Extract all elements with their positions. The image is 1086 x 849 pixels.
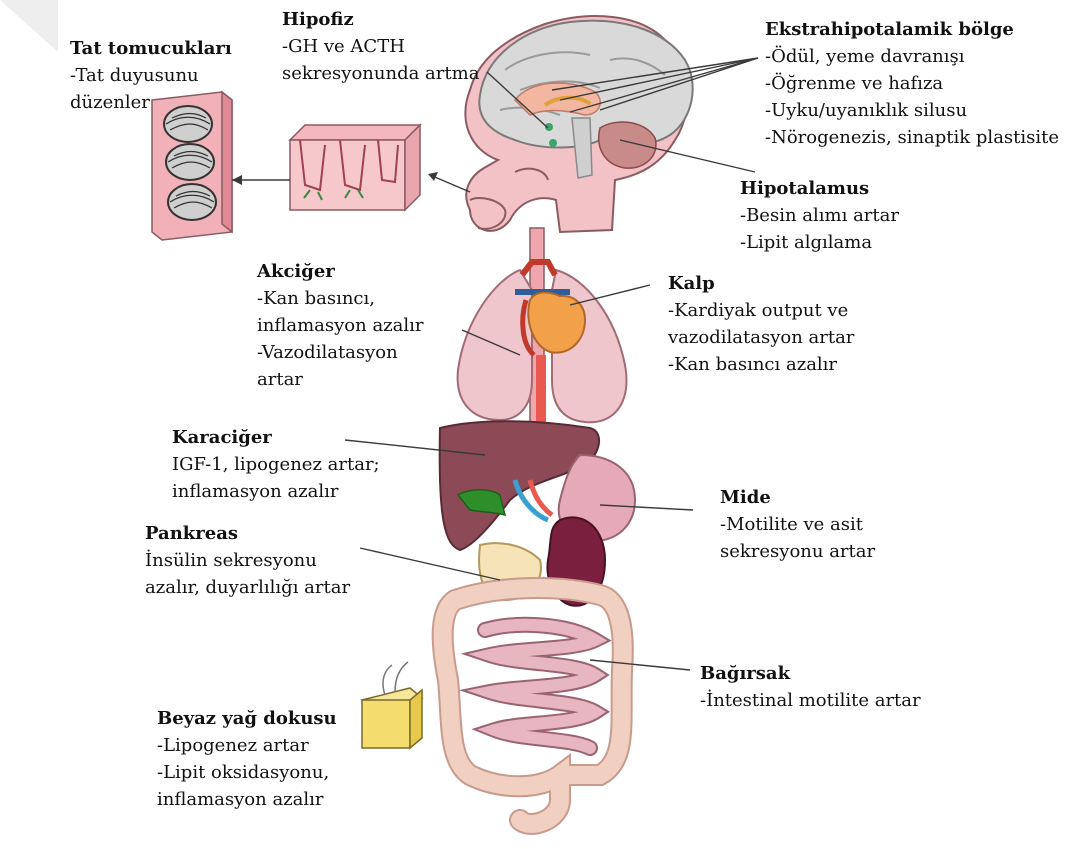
- label-kalp-title: Kalp: [668, 270, 854, 297]
- label-akciger-title: Akciğer: [257, 258, 424, 285]
- label-akciger-line-2: inflamasyon azalır: [257, 312, 424, 339]
- label-beyaz-line-1: -Lipogenez artar: [157, 732, 337, 759]
- label-pankreas: Pankreas İnsülin sekresyonu azalır, duya…: [145, 520, 350, 601]
- label-kalp-line-3: -Kan basıncı azalır: [668, 351, 854, 378]
- label-ekstra: Ekstrahipotalamik bölge -Ödül, yeme davr…: [765, 16, 1059, 151]
- label-karaciger: Karaciğer IGF-1, lipogenez artar; inflam…: [172, 424, 380, 505]
- label-kalp-line-1: -Kardiyak output ve: [668, 297, 854, 324]
- label-tat-title: Tat tomucukları: [70, 35, 232, 62]
- label-kalp: Kalp -Kardiyak output ve vazodilatasyon …: [668, 270, 854, 378]
- label-ekstra-line-2: -Öğrenme ve hafıza: [765, 70, 1059, 97]
- label-karaciger-line-1: IGF-1, lipogenez artar;: [172, 451, 380, 478]
- label-mide: Mide -Motilite ve asit sekresyonu artar: [720, 484, 875, 565]
- label-hipotalamus-line-1: -Besin alımı artar: [740, 202, 899, 229]
- label-pankreas-line-2: azalır, duyarlılığı artar: [145, 574, 350, 601]
- label-pankreas-line-1: İnsülin sekresyonu: [145, 547, 350, 574]
- heart: [515, 262, 585, 355]
- label-hipotalamus: Hipotalamus -Besin alımı artar -Lipit al…: [740, 175, 899, 256]
- label-karaciger-line-2: inflamasyon azalır: [172, 478, 380, 505]
- label-akciger-line-4: artar: [257, 366, 424, 393]
- label-mide-title: Mide: [720, 484, 875, 511]
- corner-mark: [0, 0, 58, 52]
- label-tat-line-1: -Tat duyusunu: [70, 62, 232, 89]
- label-kalp-line-2: vazodilatasyon artar: [668, 324, 854, 351]
- label-beyaz-line-2: -Lipit oksidasyonu,: [157, 759, 337, 786]
- label-akciger-line-3: -Vazodilatasyon: [257, 339, 424, 366]
- label-hipofiz-title: Hipofiz: [282, 6, 479, 33]
- label-bagirsak: Bağırsak -İntestinal motilite artar: [700, 660, 921, 714]
- label-bagirsak-title: Bağırsak: [700, 660, 921, 687]
- label-bagirsak-line-1: -İntestinal motilite artar: [700, 687, 921, 714]
- label-hipofiz-line-2: sekresyonunda artma: [282, 60, 479, 87]
- label-mide-line-2: sekresyonu artar: [720, 538, 875, 565]
- label-hipotalamus-title: Hipotalamus: [740, 175, 899, 202]
- label-beyaz: Beyaz yağ dokusu -Lipogenez artar -Lipit…: [157, 705, 337, 813]
- label-akciger: Akciğer -Kan basıncı, inflamasyon azalır…: [257, 258, 424, 393]
- label-ekstra-line-4: -Nörogenezis, sinaptik plastisite: [765, 124, 1059, 151]
- label-mide-line-1: -Motilite ve asit: [720, 511, 875, 538]
- head-figure: [465, 16, 692, 232]
- label-tat: Tat tomucukları -Tat duyusunu düzenler: [70, 35, 232, 116]
- small-intestine: [485, 625, 595, 748]
- label-tat-line-2: düzenler: [70, 89, 232, 116]
- tongue-tissue: [290, 125, 420, 210]
- label-ekstra-title: Ekstrahipotalamik bölge: [765, 16, 1059, 43]
- label-akciger-line-1: -Kan basıncı,: [257, 285, 424, 312]
- label-hipotalamus-line-2: -Lipit algılama: [740, 229, 899, 256]
- label-ekstra-line-1: -Ödül, yeme davranışı: [765, 43, 1059, 70]
- label-karaciger-title: Karaciğer: [172, 424, 380, 451]
- fat-tissue-cube: [362, 662, 422, 748]
- label-hipofiz: Hipofiz -GH ve ACTH sekresyonunda artma: [282, 6, 479, 87]
- label-hipofiz-line-1: -GH ve ACTH: [282, 33, 479, 60]
- label-pankreas-title: Pankreas: [145, 520, 350, 547]
- label-beyaz-line-3: inflamasyon azalır: [157, 786, 337, 813]
- label-ekstra-line-3: -Uyku/uyanıklık silusu: [765, 97, 1059, 124]
- label-beyaz-title: Beyaz yağ dokusu: [157, 705, 337, 732]
